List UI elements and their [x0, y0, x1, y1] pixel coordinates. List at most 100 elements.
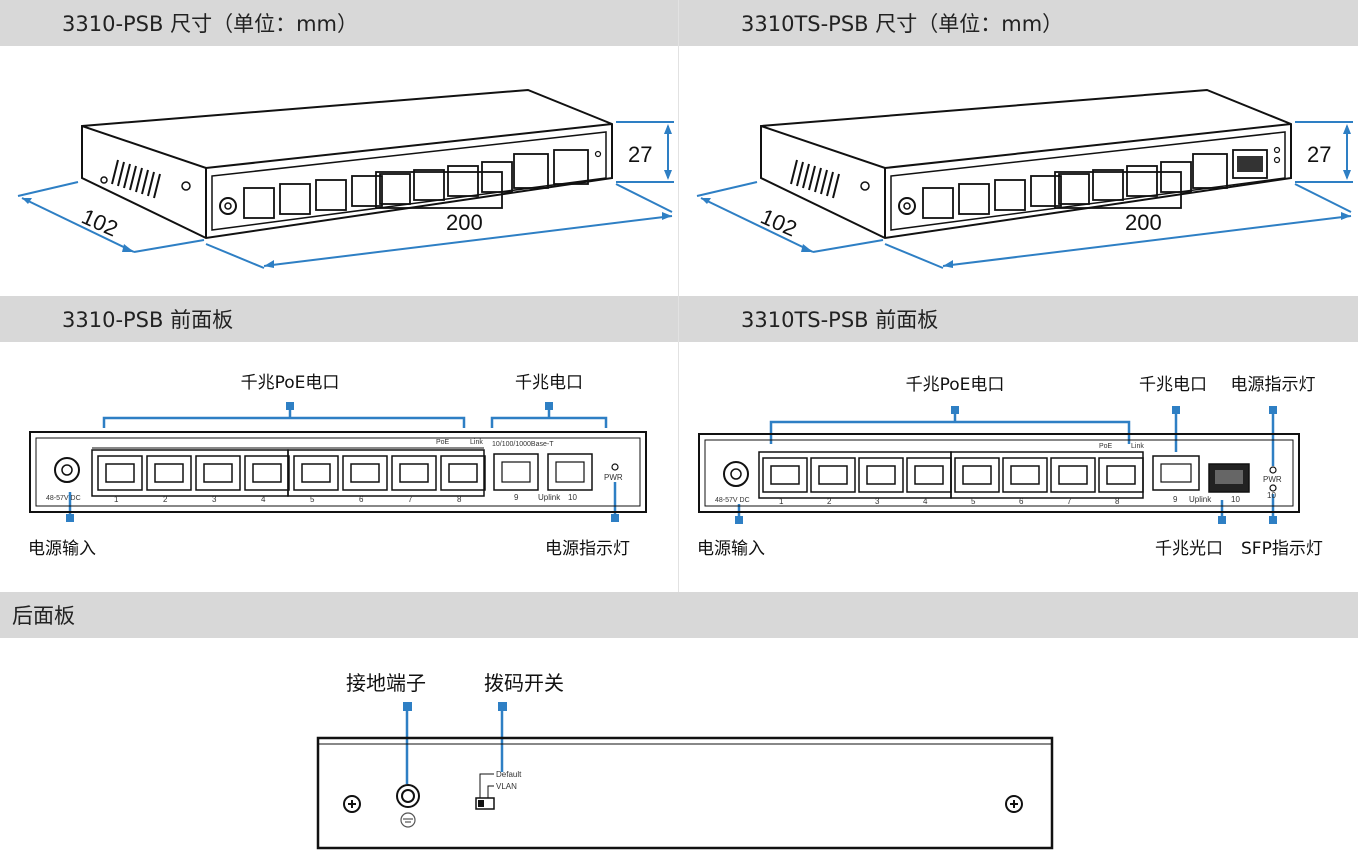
left-pwr-led: [611, 463, 619, 471]
left-num-2: 2: [163, 495, 168, 504]
right-num-8: 8: [1115, 497, 1120, 506]
rear-dip-label: 拨码开关: [484, 671, 564, 695]
left-poe-port-socket: [154, 463, 184, 483]
left-poe-port-4: [244, 455, 290, 491]
left-poe-port-5: [293, 455, 339, 491]
rear-chassis: [316, 736, 1054, 850]
right-poe-port-5: [954, 457, 1000, 493]
ground-symbol-icon: [400, 812, 416, 828]
left-print-poe: PoE: [436, 439, 450, 446]
left-poe-port-socket: [448, 463, 478, 483]
left-poe-port-2: [146, 455, 192, 491]
column-divider: [678, 0, 679, 592]
right-poe-port-7: [1050, 457, 1096, 493]
left-front-panel: 千兆PoE电口 千兆电口 PoE Link 10/100/1000Base-T …: [28, 373, 647, 559]
left-front-title: 3310-PSB 前面板: [62, 308, 234, 332]
left-poe-port-socket: [399, 463, 429, 483]
left-poe-port-socket: [252, 463, 282, 483]
left-print-dc: 48-57V DC: [46, 495, 81, 502]
left-num-8: 8: [457, 495, 462, 504]
left-print-uplink: Uplink: [538, 493, 561, 502]
right-iso-drawing: 102 200 27: [696, 88, 1353, 269]
left-port-10: [547, 453, 593, 491]
right-poe-port-socket: [770, 465, 800, 485]
right-print-dc: 48-57V DC: [715, 497, 750, 504]
right-power-led-top-label: 电源指示灯: [1231, 375, 1316, 395]
left-num-3: 3: [212, 495, 217, 504]
right-print-9: 9: [1173, 495, 1178, 504]
right-poe-port-6: [1002, 457, 1048, 493]
left-height-label: 27: [628, 142, 652, 167]
right-print-uplink: Uplink: [1189, 495, 1212, 504]
left-width-label: 200: [446, 210, 483, 235]
left-print-10: 10: [568, 493, 577, 502]
left-poe-port-3: [195, 455, 241, 491]
left-depth-label: 102: [78, 204, 122, 242]
left-power-jack: [54, 457, 80, 483]
right-poe-port-socket: [818, 465, 848, 485]
right-print-ten: 10: [1267, 491, 1276, 500]
left-power-led-label: 电源指示灯: [545, 539, 630, 559]
right-front-header: 3310TS-PSB 前面板: [679, 296, 1358, 342]
left-poe-label: 千兆PoE电口: [241, 373, 340, 393]
left-print-pwr: PWR: [604, 473, 623, 482]
left-poe-port-6: [342, 455, 388, 491]
right-iso-sfp-module: [1237, 156, 1263, 172]
right-height-label: 27: [1307, 142, 1331, 167]
right-num-6: 6: [1019, 497, 1024, 506]
left-poe-port-7: [391, 455, 437, 491]
right-print-pwr: PWR: [1263, 475, 1282, 484]
right-poe-port-socket: [962, 465, 992, 485]
right-num-5: 5: [971, 497, 976, 506]
left-front-header: 3310-PSB 前面板: [0, 296, 678, 342]
right-poe-port-socket: [1058, 465, 1088, 485]
right-power-jack: [723, 461, 749, 487]
right-poe-port-3: [858, 457, 904, 493]
right-front-title: 3310TS-PSB 前面板: [741, 308, 939, 332]
right-print-poe: PoE: [1099, 443, 1113, 450]
right-num-4: 4: [923, 497, 928, 506]
left-print-link: Link: [470, 439, 483, 446]
right-print-link: Link: [1131, 443, 1144, 450]
left-num-6: 6: [359, 495, 364, 504]
right-dim-header: 3310TS-PSB 尺寸（单位：mm）: [679, 0, 1358, 46]
right-width-label: 200: [1125, 210, 1162, 235]
left-num-7: 7: [408, 495, 413, 504]
left-poe-port-socket: [301, 463, 331, 483]
right-poe-port-1: [762, 457, 808, 493]
right-num-2: 2: [827, 497, 832, 506]
right-sfp-led-label: SFP指示灯: [1241, 539, 1323, 559]
rear-panel: 接地端子 拨码开关 Default VLAN: [316, 671, 1054, 850]
left-num-1: 1: [114, 495, 119, 504]
left-gige-label: 千兆电口: [515, 373, 583, 393]
right-print-10: 10: [1231, 495, 1240, 504]
right-poe-label: 千兆PoE电口: [906, 375, 1005, 395]
right-depth-label: 102: [757, 204, 801, 242]
right-num-3: 3: [875, 497, 880, 506]
left-poe-port-socket: [350, 463, 380, 483]
right-num-7: 7: [1067, 497, 1072, 506]
rear-title: 后面板: [12, 604, 75, 628]
right-sfp-led: [1269, 484, 1277, 492]
rear-header: 后面板: [0, 592, 1358, 638]
left-dim-header: 3310-PSB 尺寸（单位：mm）: [0, 0, 678, 46]
left-power-input-label: 电源输入: [28, 539, 96, 559]
right-poe-port-4: [906, 457, 952, 493]
left-poe-port-1: [97, 455, 143, 491]
left-iso-drawing: 102 200 27: [17, 88, 674, 269]
dip-switch: [475, 773, 495, 810]
right-poe-port-socket: [866, 465, 896, 485]
right-poe-port-socket: [914, 465, 944, 485]
right-front-panel: 千兆PoE电口 千兆电口 电源指示灯 PoE Link 48-57V DC PW…: [697, 375, 1323, 559]
right-poe-port-8: [1098, 457, 1144, 493]
right-gige-label: 千兆电口: [1139, 375, 1207, 395]
right-power-input-label: 电源输入: [697, 539, 765, 559]
right-dim-title: 3310TS-PSB 尺寸（单位：mm）: [741, 12, 1064, 36]
left-dim-title: 3310-PSB 尺寸（单位：mm）: [62, 12, 359, 36]
left-print-9: 9: [514, 493, 519, 502]
right-pwr-led: [1269, 466, 1277, 474]
right-poe-port-socket: [1010, 465, 1040, 485]
right-poe-port-2: [810, 457, 856, 493]
left-num-5: 5: [310, 495, 315, 504]
rear-ground-label: 接地端子: [346, 671, 426, 695]
